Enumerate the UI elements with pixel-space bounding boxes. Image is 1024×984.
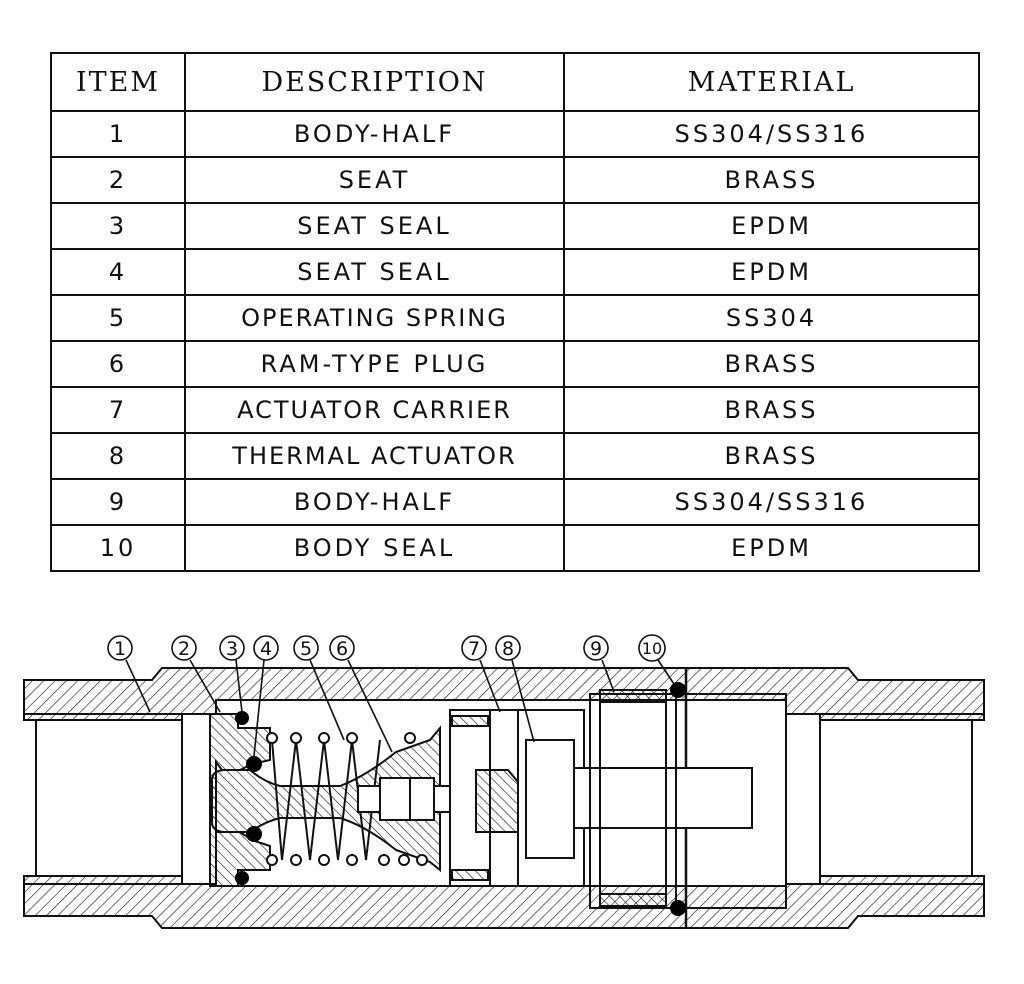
item-description: RAM-TYPE PLUG bbox=[184, 340, 565, 388]
svg-text:2: 2 bbox=[178, 638, 190, 660]
item-material: SS304 bbox=[563, 294, 980, 342]
item-number: 3 bbox=[50, 202, 186, 250]
callout-2: 2 bbox=[171, 635, 221, 713]
seals bbox=[235, 682, 686, 916]
item-number: 1 bbox=[50, 110, 186, 158]
item-number: 7 bbox=[50, 386, 186, 434]
operating-spring bbox=[266, 732, 428, 866]
thermal-actuator bbox=[525, 739, 575, 859]
callout-5: 5 bbox=[293, 635, 345, 741]
item-material: BRASS bbox=[563, 340, 980, 388]
item-description: SEAT SEAL bbox=[184, 202, 565, 250]
svg-text:9: 9 bbox=[590, 638, 602, 660]
item-number: 6 bbox=[50, 340, 186, 388]
item-material: EPDM bbox=[563, 202, 980, 250]
item-description: SEAT bbox=[184, 156, 565, 204]
svg-text:8: 8 bbox=[502, 638, 514, 660]
item-description: OPERATING SPRING bbox=[184, 294, 565, 342]
item-material: SS304/SS316 bbox=[563, 478, 980, 526]
callout-3: 3 bbox=[219, 635, 245, 713]
callout-10: 10 bbox=[638, 634, 675, 685]
callout-1: 1 bbox=[107, 635, 151, 713]
callout-6: 6 bbox=[329, 635, 393, 753]
item-description: BODY-HALF bbox=[184, 478, 565, 526]
item-column-header: ITEM bbox=[50, 52, 186, 112]
seat-seal-3-bottom bbox=[235, 871, 249, 885]
body-seal-top bbox=[670, 682, 686, 698]
body-seal-bottom bbox=[670, 900, 686, 916]
svg-text:5: 5 bbox=[300, 638, 312, 660]
item-number: 9 bbox=[50, 478, 186, 526]
seat-seal-3-top bbox=[235, 711, 249, 725]
item-material: BRASS bbox=[563, 432, 980, 480]
item-number: 8 bbox=[50, 432, 186, 480]
svg-text:4: 4 bbox=[260, 638, 272, 660]
item-description: BODY SEAL bbox=[184, 524, 565, 572]
callout-7: 7 bbox=[461, 635, 501, 713]
item-description: ACTUATOR CARRIER bbox=[184, 386, 565, 434]
seat-seal-4-bottom bbox=[246, 826, 262, 842]
item-number: 4 bbox=[50, 248, 186, 296]
item-material: EPDM bbox=[563, 524, 980, 572]
item-material: EPDM bbox=[563, 248, 980, 296]
item-number: 5 bbox=[50, 294, 186, 342]
svg-text:3: 3 bbox=[226, 638, 238, 660]
callout-8: 8 bbox=[495, 635, 535, 743]
item-description: BODY-HALF bbox=[184, 110, 565, 158]
callout-4: 4 bbox=[253, 635, 279, 757]
valve-cross-section-drawing: 1 2 3 4 5 6 7 bbox=[23, 634, 985, 929]
item-material: BRASS bbox=[563, 156, 980, 204]
item-description: SEAT SEAL bbox=[184, 248, 565, 296]
svg-text:7: 7 bbox=[468, 638, 480, 660]
callout-9: 9 bbox=[583, 635, 615, 693]
item-number: 10 bbox=[50, 524, 186, 572]
item-description: THERMAL ACTUATOR bbox=[184, 432, 565, 480]
description-column-header: DESCRIPTION bbox=[184, 52, 565, 112]
svg-text:10: 10 bbox=[642, 639, 662, 658]
material-column-header: MATERIAL bbox=[563, 52, 980, 112]
item-material: SS304/SS316 bbox=[563, 110, 980, 158]
item-number: 2 bbox=[50, 156, 186, 204]
svg-text:6: 6 bbox=[336, 638, 348, 660]
item-material: BRASS bbox=[563, 386, 980, 434]
table-header-row: ITEM DESCRIPTION MATERIAL bbox=[50, 52, 980, 112]
svg-text:1: 1 bbox=[114, 638, 126, 660]
seat-seal-4-top bbox=[246, 756, 262, 772]
